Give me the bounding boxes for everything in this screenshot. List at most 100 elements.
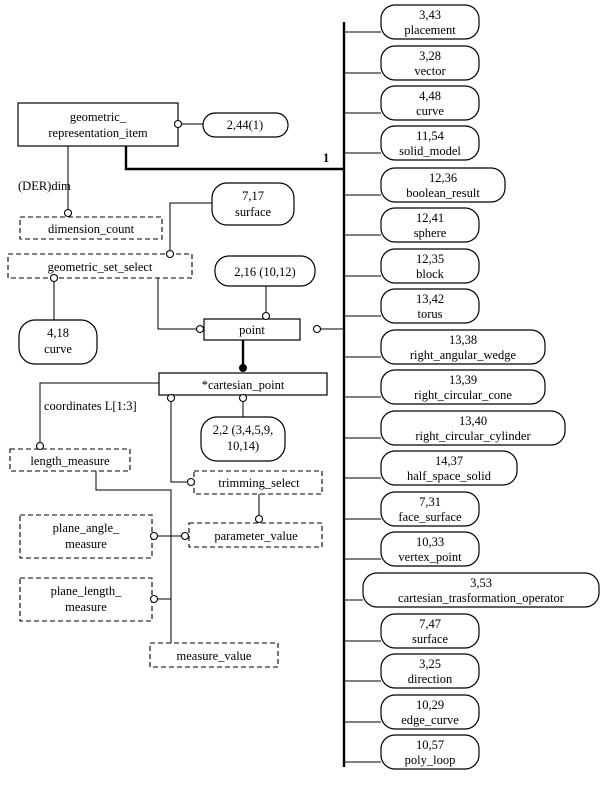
- subtype-ref-number: 13,39: [449, 373, 477, 387]
- surface-select-connector: [169, 202, 212, 254]
- parameter-value-type[interactable]: parameter_value: [188, 522, 323, 548]
- point-label: point: [239, 323, 265, 337]
- cartesian-point-page-reference[interactable]: 2,2 (3,4,5,9, 10,14): [200, 416, 286, 462]
- dimension-count-label: dimension_count: [48, 222, 135, 236]
- parameter-value-label: parameter_value: [214, 529, 298, 543]
- subtype-ref-number: 12,41: [416, 211, 444, 225]
- subtype-ref-number: 13,38: [449, 333, 477, 347]
- measure-value-label: measure_value: [177, 649, 252, 663]
- subtype-ref-name: direction: [408, 672, 453, 686]
- subtype-ref-name: poly_loop: [405, 753, 456, 767]
- subtype-ref-name: curve: [416, 104, 444, 118]
- trimming-select-type[interactable]: trimming_select: [193, 470, 323, 495]
- length-measure-label: length_measure: [30, 454, 110, 468]
- subtype-ref-name: face_surface: [398, 510, 462, 524]
- plane-angle-measure-line2: measure: [65, 537, 107, 551]
- length-measure-type[interactable]: length_measure: [9, 448, 131, 472]
- coordinates-label: coordinates L[1:3]: [44, 399, 137, 413]
- geometric-set-select-type[interactable]: geometric_set_select: [7, 253, 193, 279]
- curve-page-reference[interactable]: 4,18 curve: [18, 319, 98, 365]
- supertype-trunk-line: [124, 146, 344, 171]
- gri-ref-circle: [173, 119, 183, 129]
- subtype-ref-number: 4,48: [419, 89, 441, 103]
- subtype-ref-name: right_circular_cone: [414, 388, 512, 402]
- subtype-ref-name: sphere: [414, 226, 447, 240]
- surface-page-reference[interactable]: 7,17 surface: [211, 182, 295, 226]
- plane-angle-circle: [149, 531, 159, 541]
- subtype-ref-number: 10,33: [416, 535, 444, 549]
- trimming-select-connector: [170, 401, 189, 483]
- relationship-circles: [35, 119, 322, 604]
- subtype-ref-name: edge_curve: [401, 713, 459, 727]
- subtype-ref-name: solid_model: [399, 144, 461, 158]
- subtype-ref-name: vector: [414, 64, 446, 78]
- cartesian-point-label: *cartesian_point: [202, 378, 285, 392]
- trimming-origin-circle: [166, 393, 176, 403]
- point-page-reference[interactable]: 2,16 (10,12): [214, 255, 316, 287]
- gri-reference-text: 2,44(1): [227, 118, 263, 132]
- plane-length-circle: [149, 594, 159, 604]
- subtype-ref-name: vertex_point: [398, 550, 462, 564]
- gri-label-line1: geometric_: [70, 110, 127, 124]
- measure-value-line: [95, 471, 172, 643]
- select-point-connector: [157, 278, 198, 330]
- cartesian-point-entity[interactable]: *cartesian_point: [158, 372, 328, 396]
- der-dim-label: (DER)dim: [18, 179, 71, 193]
- cartesian-point-ref-line1: 2,2 (3,4,5,9,: [213, 423, 273, 437]
- geometric-representation-item-entity[interactable]: geometric_ representation_item: [17, 102, 179, 147]
- measure-value-type[interactable]: measure_value: [149, 642, 279, 668]
- subtype-ref-number: 7,47: [419, 617, 441, 631]
- coordinates-connector: [39, 382, 159, 442]
- subtype-ref-number: 12,36: [429, 171, 457, 185]
- plane-length-measure-type[interactable]: plane_length_ measure: [19, 577, 153, 622]
- gri-page-reference[interactable]: 2,44(1): [202, 112, 289, 138]
- subtype-ref-number: 10,57: [416, 738, 444, 752]
- subtype-ref-number: 11,54: [416, 129, 444, 143]
- subtype-ref-name: block: [416, 267, 445, 281]
- subtype-ref-name: surface: [412, 632, 449, 646]
- plane-angle-measure-type[interactable]: plane_angle_ measure: [19, 514, 153, 559]
- subtype-ref-name: torus: [418, 307, 443, 321]
- point-reference-text: 2,16 (10,12): [234, 265, 295, 279]
- subtype-ref-number: 7,31: [419, 495, 441, 509]
- surface-select-circle: [165, 249, 175, 259]
- cartesian-ref-circle: [238, 393, 248, 403]
- subtype-ref-number: 12,35: [416, 252, 444, 266]
- subtype-ref-number: 10,29: [416, 698, 444, 712]
- point-bus-circle: [312, 324, 322, 334]
- point-ref-circle: [261, 311, 271, 321]
- curve-ref-name: curve: [44, 342, 72, 356]
- subtype-ref-name: right_angular_wedge: [410, 348, 517, 362]
- gri-label-line2: representation_item: [48, 126, 148, 140]
- point-entity[interactable]: point: [203, 318, 301, 341]
- subtype-ref-name: right_circular_cylinder: [415, 429, 531, 443]
- select-point-circle: [195, 324, 205, 334]
- parameter-value-circle: [254, 514, 264, 524]
- cartesian-subtype-circle: [239, 364, 247, 372]
- curve-select-circle: [49, 273, 59, 283]
- dimension-count-type[interactable]: dimension_count: [19, 216, 163, 240]
- surface-ref-name: surface: [235, 205, 272, 219]
- connectors: [39, 22, 381, 767]
- curve-ref-number: 4,18: [47, 326, 69, 340]
